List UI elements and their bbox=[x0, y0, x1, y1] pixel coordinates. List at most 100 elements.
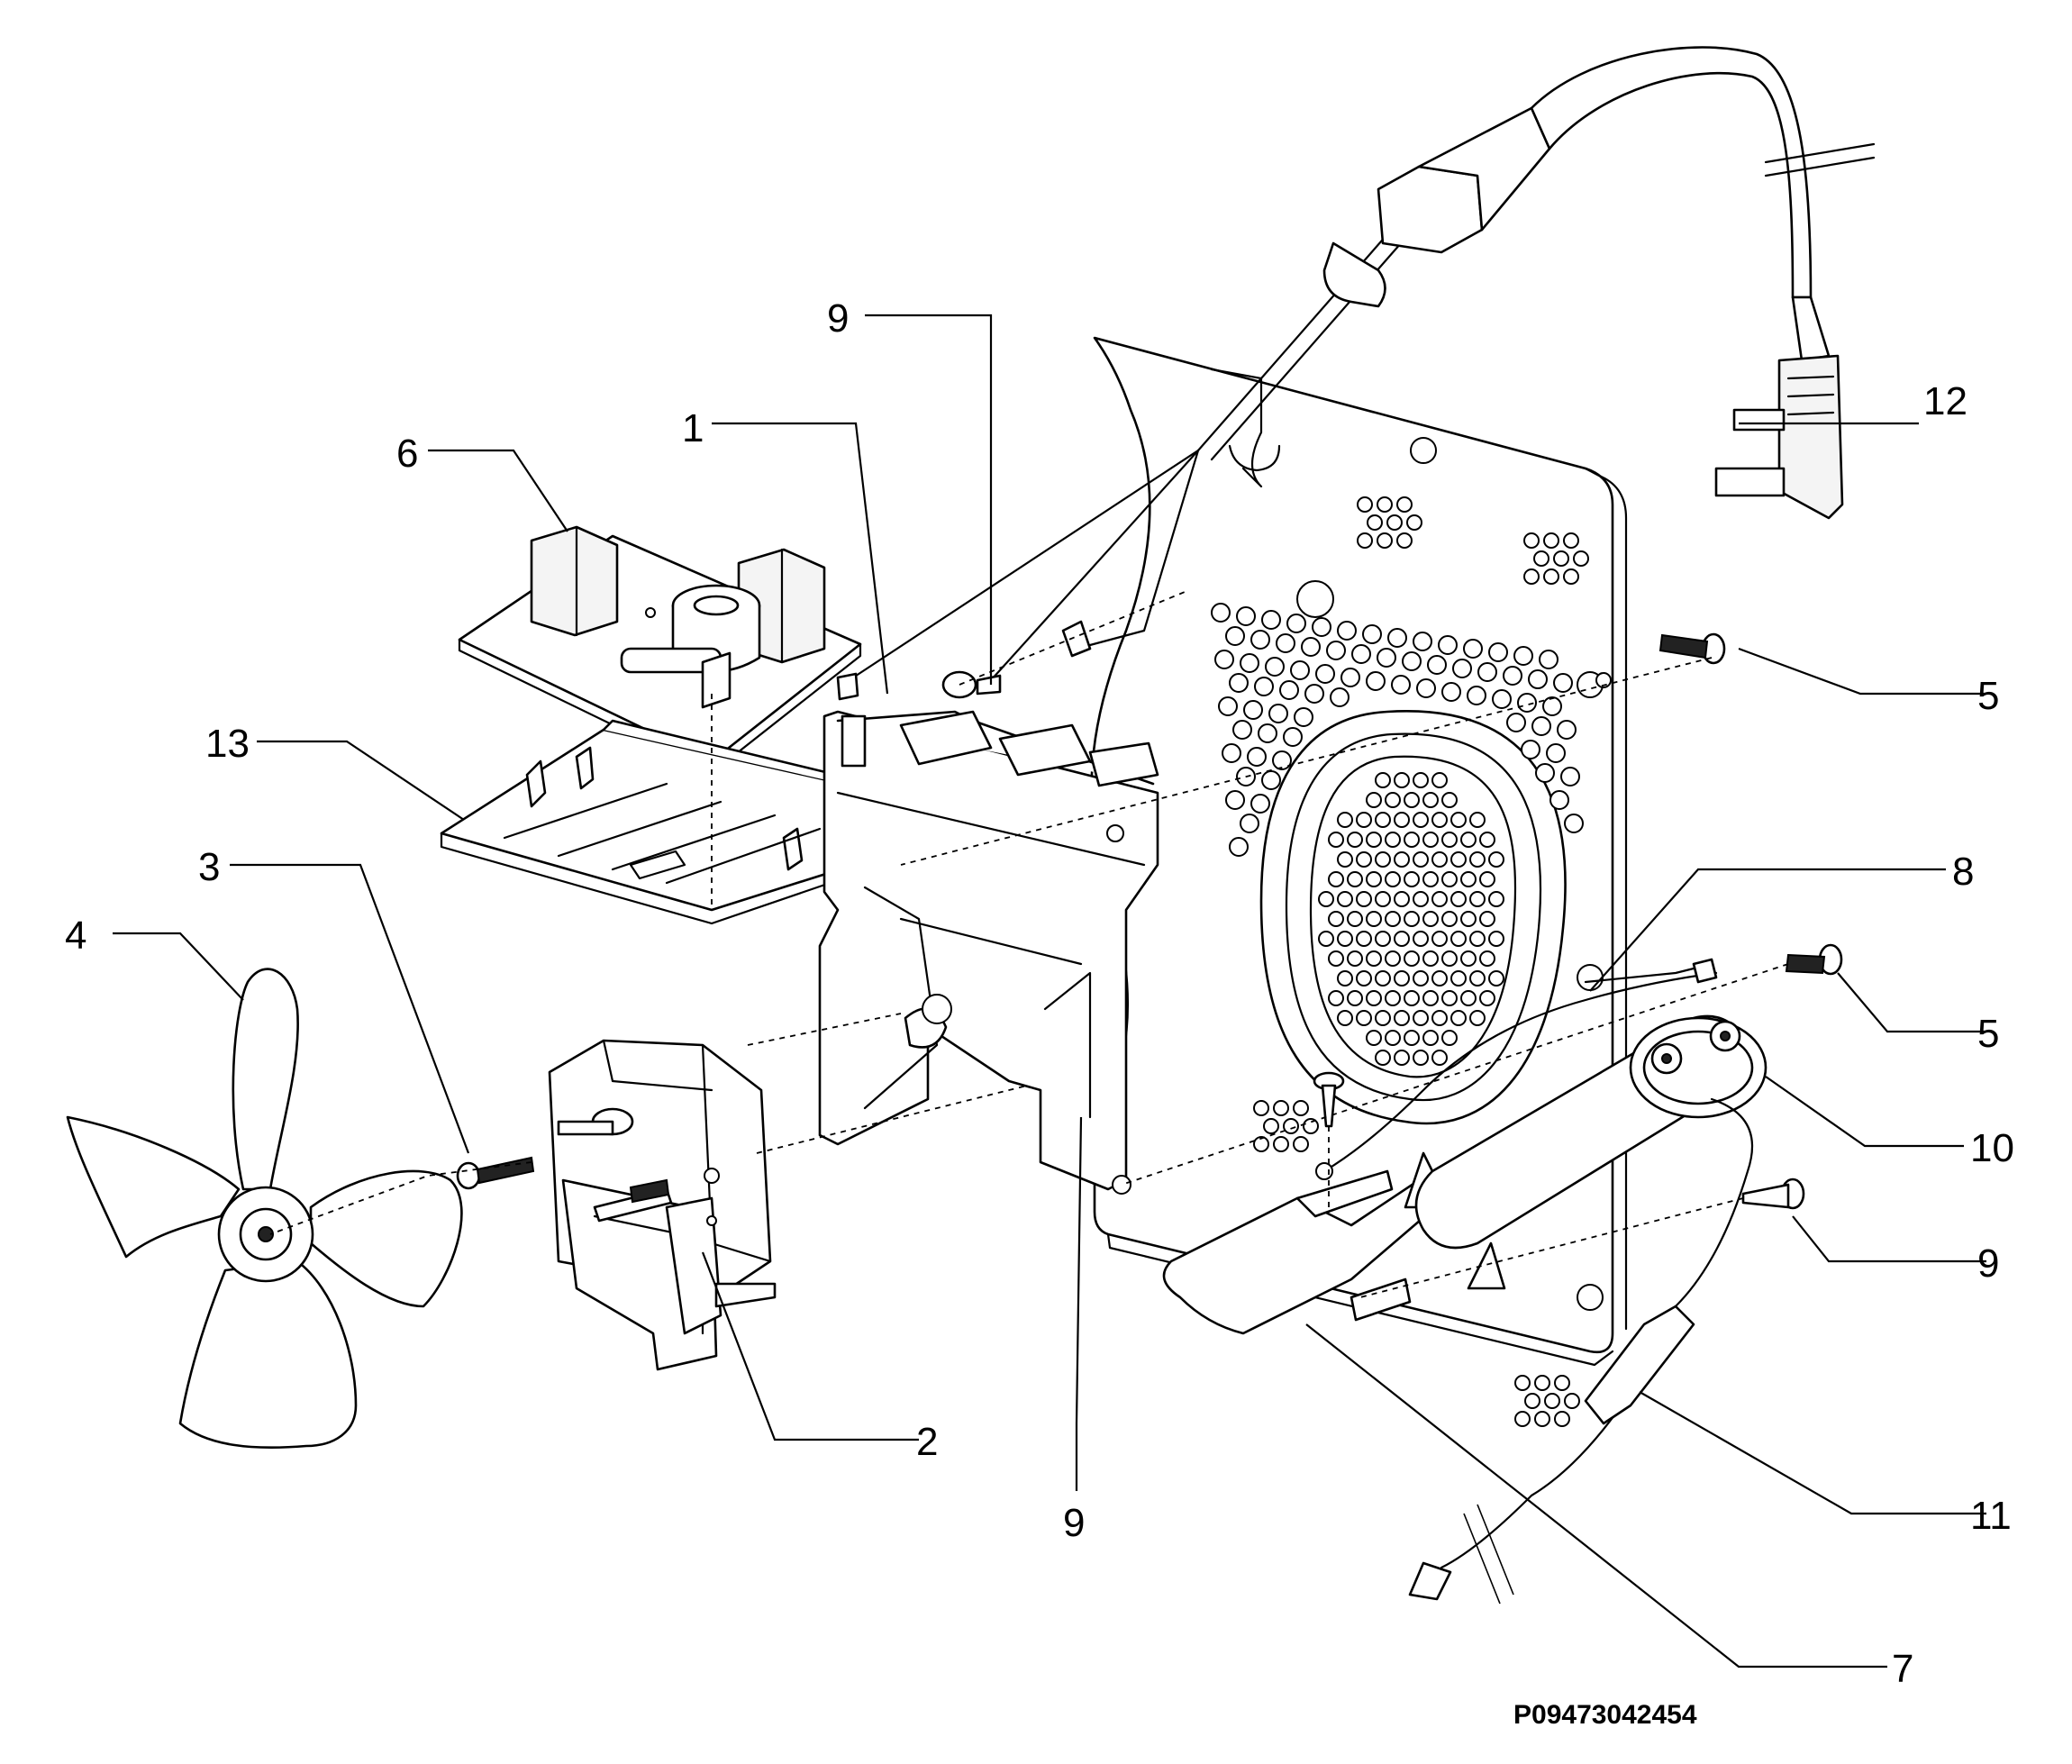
vent-hole bbox=[1542, 696, 1562, 716]
vent-hole bbox=[1356, 891, 1372, 907]
vent-hole bbox=[1337, 891, 1353, 907]
vent-hole bbox=[1553, 550, 1569, 567]
vent-hole bbox=[1402, 651, 1422, 671]
vent-hole bbox=[1396, 496, 1413, 513]
vent-hole bbox=[1539, 650, 1559, 669]
vent-hole bbox=[1250, 794, 1270, 814]
vent-hole bbox=[1394, 772, 1410, 788]
vent-hole bbox=[1250, 630, 1270, 650]
vent-hole bbox=[1560, 767, 1580, 787]
vent-hole bbox=[1273, 1136, 1289, 1152]
vent-hole bbox=[1366, 911, 1382, 927]
vent-hole bbox=[1375, 772, 1391, 788]
screw-9-center bbox=[1313, 1071, 1345, 1128]
vent-hole bbox=[1293, 1136, 1309, 1152]
vent-hole bbox=[1366, 671, 1386, 691]
vent-hole bbox=[1416, 678, 1436, 698]
vent-hole bbox=[1366, 1030, 1382, 1046]
vent-hole bbox=[1521, 740, 1540, 759]
vent-hole bbox=[1385, 911, 1401, 927]
vent-hole bbox=[1533, 550, 1549, 567]
fan-motor bbox=[548, 1039, 777, 1371]
vent-hole bbox=[1293, 1100, 1309, 1116]
vent-hole bbox=[1469, 851, 1486, 868]
callout-10: 11 bbox=[1970, 1494, 2012, 1538]
callout-13: 13 bbox=[205, 722, 250, 766]
vent-hole bbox=[1441, 792, 1458, 808]
vent-hole bbox=[1337, 1010, 1353, 1026]
vent-hole bbox=[1394, 891, 1410, 907]
vent-hole bbox=[1394, 851, 1410, 868]
vent-hole bbox=[1304, 684, 1324, 704]
vent-hole bbox=[1340, 668, 1360, 687]
callout-9-bottom: 9 bbox=[1063, 1501, 1085, 1545]
vent-hole bbox=[1253, 1100, 1269, 1116]
vent-hole bbox=[1236, 606, 1256, 626]
vent-hole bbox=[1564, 814, 1584, 833]
vent-hole bbox=[1413, 851, 1429, 868]
vent-hole bbox=[1375, 931, 1391, 947]
vent-hole bbox=[1377, 496, 1393, 513]
vent-hole bbox=[1347, 911, 1363, 927]
vent-hole bbox=[1460, 990, 1477, 1006]
vent-hole bbox=[1315, 664, 1335, 684]
vent-hole bbox=[1261, 610, 1281, 630]
vent-hole bbox=[1396, 532, 1413, 549]
thermal-fuse-wires bbox=[1315, 958, 1754, 1605]
vent-hole bbox=[1366, 792, 1382, 808]
vent-hole bbox=[1258, 723, 1277, 743]
vent-hole bbox=[1377, 532, 1393, 549]
vent-hole bbox=[1279, 680, 1299, 700]
rear-panel bbox=[1090, 336, 1628, 1427]
vent-hole bbox=[1366, 950, 1382, 967]
vent-hole bbox=[1404, 871, 1420, 887]
support-tray bbox=[440, 719, 885, 925]
vent-hole bbox=[1488, 891, 1504, 907]
vent-hole bbox=[1394, 1050, 1410, 1066]
vent-hole bbox=[1469, 812, 1486, 828]
vent-hole bbox=[1318, 891, 1334, 907]
vent-hole bbox=[1394, 812, 1410, 828]
vent-hole bbox=[1450, 812, 1467, 828]
vent-hole bbox=[1351, 644, 1371, 664]
vent-hole bbox=[1431, 891, 1448, 907]
vent-hole bbox=[1523, 532, 1540, 549]
vent-hole bbox=[1469, 931, 1486, 947]
vent-hole bbox=[1366, 832, 1382, 848]
vent-hole bbox=[1366, 871, 1382, 887]
vent-hole bbox=[1441, 832, 1458, 848]
vent-hole bbox=[1413, 632, 1432, 651]
vent-hole bbox=[1328, 990, 1344, 1006]
vent-hole bbox=[1450, 891, 1467, 907]
vent-hole bbox=[1404, 950, 1420, 967]
vent-hole bbox=[1528, 669, 1548, 689]
vent-hole bbox=[1477, 662, 1497, 682]
vent-hole bbox=[1404, 832, 1420, 848]
screw-3 bbox=[456, 1156, 535, 1190]
screw-5-upper bbox=[1659, 632, 1726, 665]
vent-hole bbox=[1385, 792, 1401, 808]
vent-hole bbox=[1503, 666, 1522, 686]
vent-hole bbox=[1375, 891, 1391, 907]
vent-hole bbox=[1441, 682, 1461, 702]
vent-hole bbox=[1450, 851, 1467, 868]
vent-hole bbox=[1554, 1375, 1570, 1391]
vent-hole bbox=[1413, 931, 1429, 947]
vent-hole bbox=[1422, 950, 1439, 967]
vent-hole bbox=[1211, 603, 1231, 623]
assembly-lines bbox=[269, 589, 1789, 1298]
vent-hole bbox=[1404, 792, 1420, 808]
vent-hole bbox=[1290, 660, 1310, 680]
vent-hole bbox=[1544, 1393, 1560, 1409]
vent-hole bbox=[1240, 814, 1259, 833]
vent-hole bbox=[1479, 990, 1495, 1006]
mains-plug bbox=[1714, 296, 1844, 520]
vent-hole bbox=[1367, 514, 1383, 531]
vent-hole bbox=[1531, 716, 1551, 736]
vent-hole bbox=[1431, 931, 1448, 947]
vent-hole bbox=[1563, 568, 1579, 585]
callout-2: 2 bbox=[916, 1420, 938, 1464]
vent-hole bbox=[1450, 1010, 1467, 1026]
vent-hole bbox=[1488, 970, 1504, 987]
